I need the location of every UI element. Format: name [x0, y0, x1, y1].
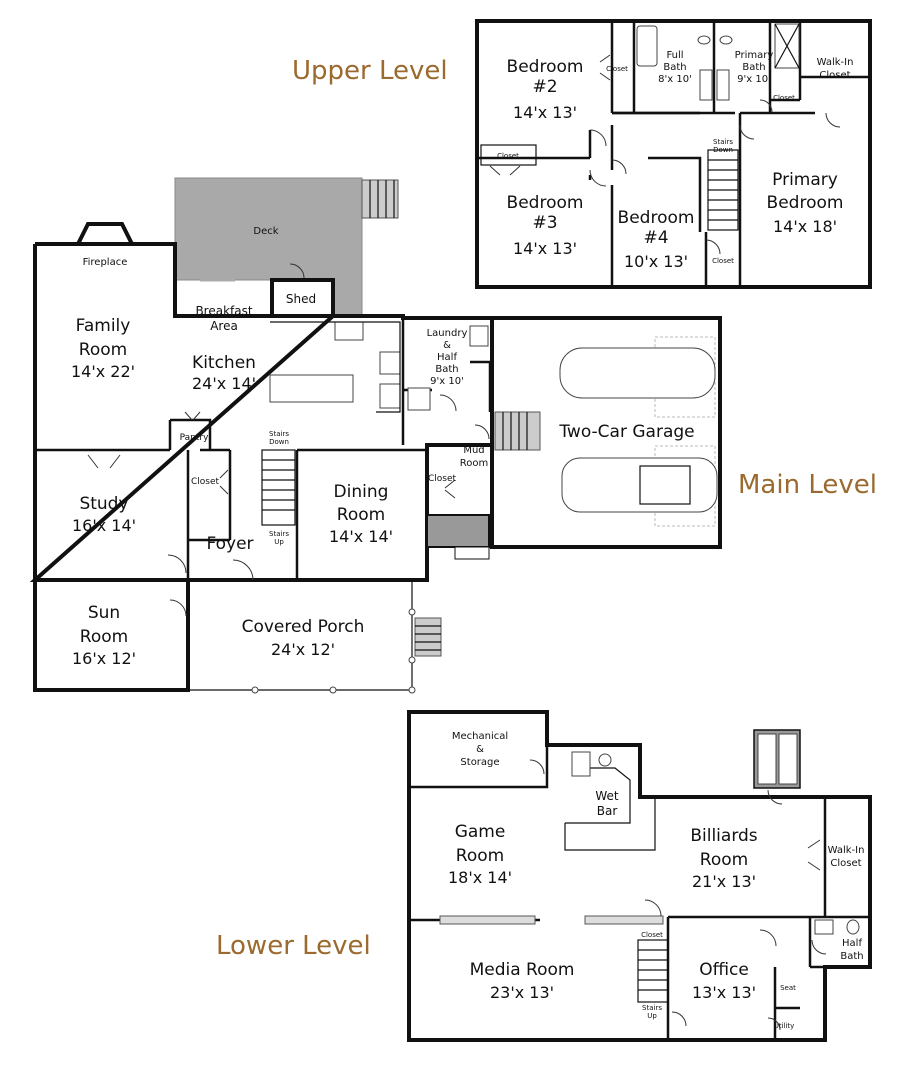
media-room-dimensions: 23'x 13' — [490, 983, 554, 1002]
deck-label: Deck — [253, 226, 278, 237]
dining-room-dimensions: 14'x 14' — [329, 527, 393, 546]
kitchen-dimensions: 24'x 14' — [192, 374, 256, 393]
upper-level-plan — [475, 19, 872, 289]
study-dimensions: 16'x 14' — [72, 516, 136, 535]
bedroom-4-closet-label: Closet — [712, 257, 734, 265]
bedroom-2-dimensions: 14'x 13' — [513, 103, 577, 122]
main-level-plan — [29, 177, 722, 694]
mud-room-closet-label: Closet — [428, 474, 457, 484]
bedroom-3-closet-label: Closet — [497, 152, 519, 160]
covered-porch-label: Covered Porch — [242, 617, 365, 637]
garage-label: Two-Car Garage — [558, 422, 694, 442]
lower-level-label: Lower Level — [216, 931, 371, 961]
billiards-room-dimensions: 21'x 13' — [692, 872, 756, 891]
sun-room-dimensions: 16'x 12' — [72, 649, 136, 668]
seat-label: Seat — [780, 984, 796, 992]
office-label: Office — [699, 960, 749, 980]
foyer-closet-label: Closet — [191, 477, 220, 487]
primary-bedroom-dimensions: 14'x 18' — [773, 217, 837, 236]
mechanical-storage-label: Mechanical&Storage — [452, 731, 508, 768]
lower-closet-label: Closet — [641, 931, 663, 939]
main-level-label: Main Level — [738, 470, 877, 500]
bedroom-2-label: Bedroom#2 — [507, 57, 584, 97]
fireplace-label: Fireplace — [83, 257, 128, 268]
bedroom-4-dimensions: 10'x 13' — [624, 252, 688, 271]
utility-label: Utility — [774, 1022, 795, 1030]
covered-porch-dimensions: 24'x 12' — [271, 640, 335, 659]
pantry-label: Pantry — [180, 433, 209, 443]
bedroom-3-label: Bedroom#3 — [507, 193, 584, 233]
upper-level-label: Upper Level — [292, 56, 448, 86]
kitchen-label: Kitchen — [192, 353, 256, 373]
bedroom-3-dimensions: 14'x 13' — [513, 239, 577, 258]
bedroom-2-closet-label: Closet — [606, 65, 628, 73]
bedroom-4-label: Bedroom#4 — [618, 208, 695, 248]
media-room-label: Media Room — [470, 960, 575, 980]
primary-closet-label: Closet — [773, 94, 795, 102]
lower-level-plan — [407, 710, 872, 1042]
game-room-dimensions: 18'x 14' — [448, 868, 512, 887]
shed-label: Shed — [286, 292, 316, 306]
study-label: Study — [79, 494, 128, 514]
family-room-dimensions: 14'x 22' — [71, 362, 135, 381]
foyer-label: Foyer — [206, 534, 253, 554]
office-dimensions: 13'x 13' — [692, 983, 756, 1002]
